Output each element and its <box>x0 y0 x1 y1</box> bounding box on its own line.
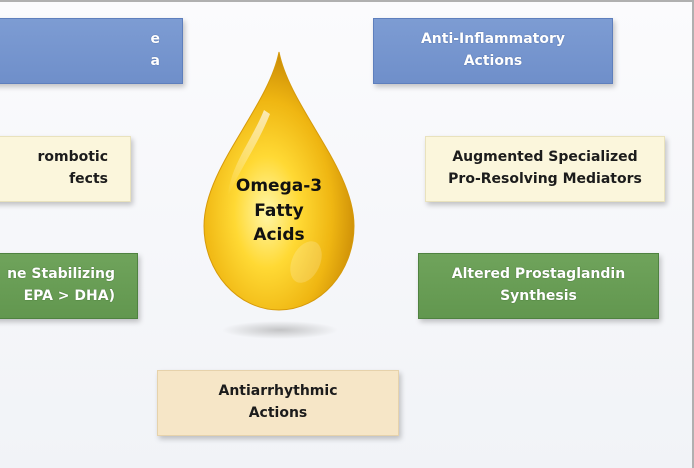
oil-drop: Omega-3 Fatty Acids <box>194 48 364 348</box>
box-altered-prostaglandin-synthesis: Altered Prostaglandin Synthesis <box>418 253 659 319</box>
box-anti-inflammatory-label: Anti-Inflammatory Actions <box>420 31 566 69</box>
box-antithrombotic: rombotic fects <box>0 136 131 202</box>
box-top-left-clipped: e a <box>0 18 183 84</box>
box-membrane-label: ne Stabilizing EPA > DHA) <box>7 266 115 304</box>
oil-drop-icon <box>203 51 355 339</box>
box-spm-label: Augmented Specialized Pro-Resolving Medi… <box>448 149 642 187</box>
box-top-left-label: e a <box>150 31 161 69</box>
box-antiarrhythmic-label: Antiarrhythmic Actions <box>218 383 338 421</box>
box-antithrombotic-label: rombotic fects <box>37 149 108 187</box>
omega-3-fatty-acids-label: Omega-3 Fatty Acids <box>235 176 323 246</box>
box-prostaglandin-label: Altered Prostaglandin Synthesis <box>451 266 626 304</box>
box-anti-inflammatory: Anti-Inflammatory Actions <box>373 18 613 84</box>
box-specialized-pro-resolving-mediators: Augmented Specialized Pro-Resolving Medi… <box>425 136 665 202</box>
box-membrane-stabilizing: ne Stabilizing EPA > DHA) <box>0 253 138 319</box>
box-antiarrhythmic: Antiarrhythmic Actions <box>157 370 399 436</box>
